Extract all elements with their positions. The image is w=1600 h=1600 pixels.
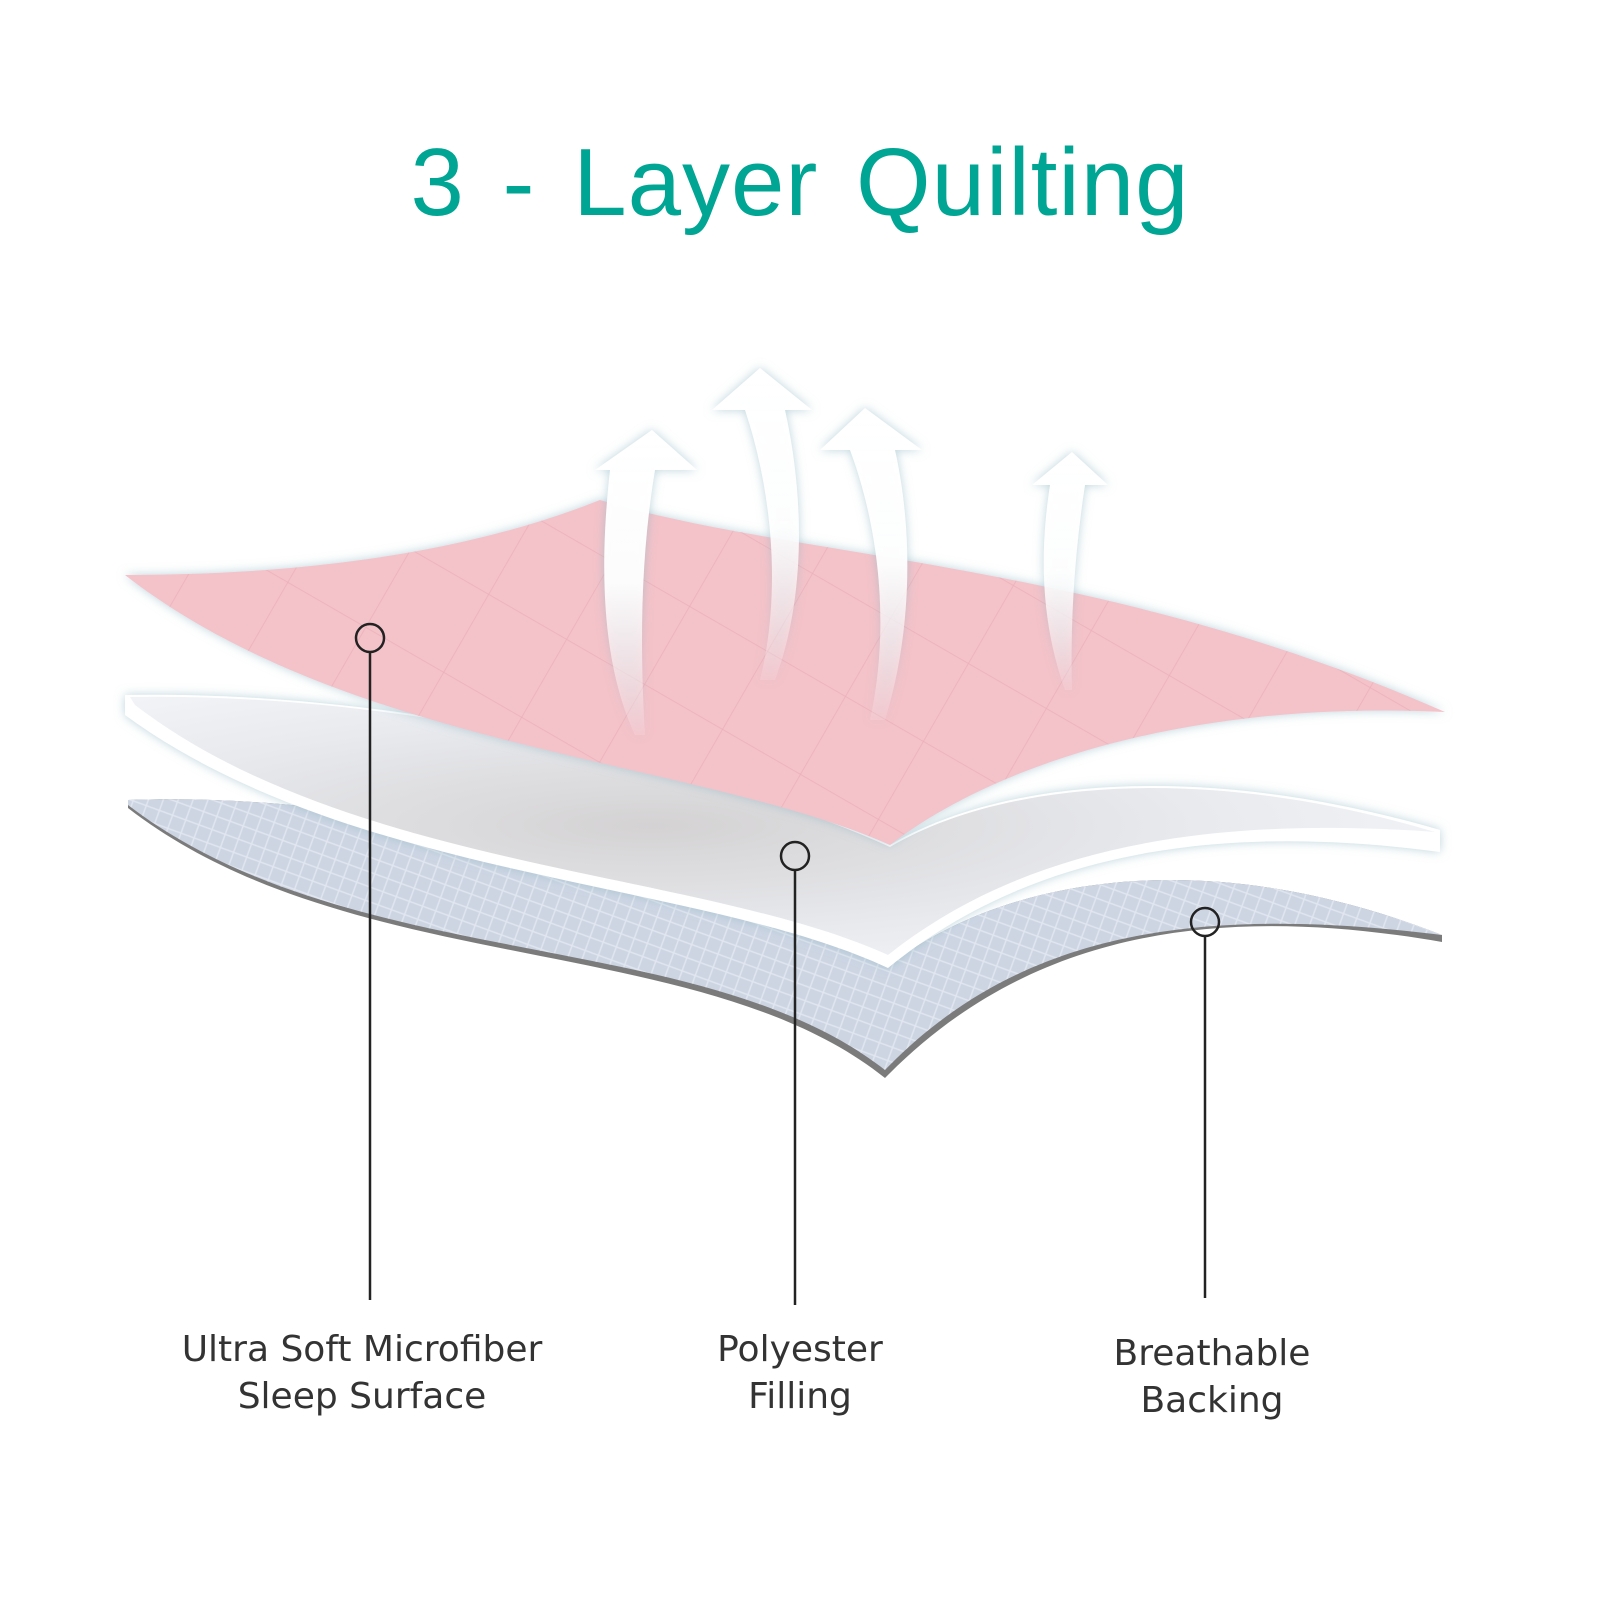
arrow-up-icon bbox=[1032, 452, 1108, 690]
label-line: Backing bbox=[1140, 1380, 1284, 1421]
arrow-up-icon bbox=[820, 408, 922, 720]
backing-layer bbox=[128, 799, 1442, 1078]
label-line: Sleep Surface bbox=[237, 1376, 487, 1417]
page-title: 3 - Layer Quilting bbox=[410, 129, 1190, 236]
label-line: Ultra Soft Microfiber bbox=[181, 1329, 543, 1370]
label-polyester: Polyester Filling bbox=[550, 1326, 1050, 1420]
arrow-up-icon bbox=[595, 430, 697, 735]
label-line: Polyester bbox=[717, 1329, 883, 1370]
breathability-arrows bbox=[595, 368, 1108, 735]
filling-layer bbox=[125, 694, 1440, 968]
label-line: Filling bbox=[748, 1376, 852, 1417]
label-backing: Breathable Backing bbox=[962, 1330, 1462, 1424]
microfiber-layer bbox=[125, 500, 1445, 845]
label-microfiber: Ultra Soft Microfiber Sleep Surface bbox=[112, 1326, 612, 1420]
callouts bbox=[354, 622, 1221, 1305]
arrow-up-icon bbox=[712, 368, 812, 680]
label-line: Breathable bbox=[1113, 1333, 1311, 1374]
